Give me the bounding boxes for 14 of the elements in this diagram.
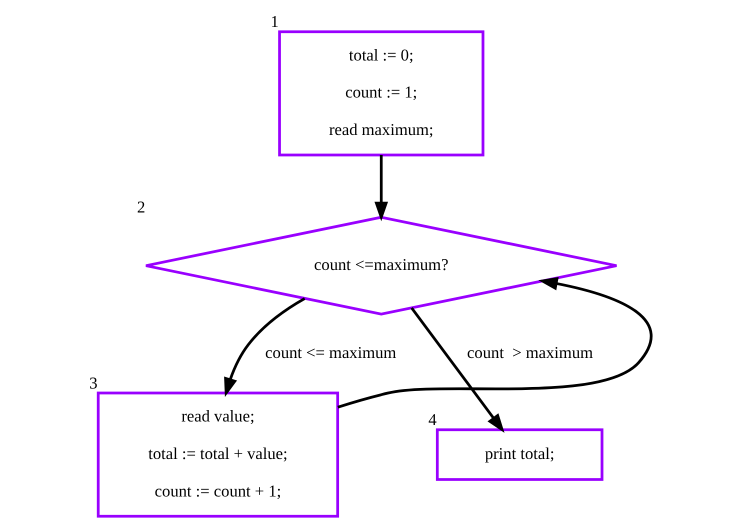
- node-diamond: count <=maximum?: [144, 216, 618, 316]
- edge-label: count <= maximum: [265, 342, 396, 362]
- edge-label: count > maximum: [467, 342, 594, 362]
- arrow: [224, 297, 306, 398]
- arrow: [410, 307, 505, 433]
- node-box: print total;: [436, 428, 604, 481]
- arrow: [374, 155, 388, 222]
- node-label: 1: [270, 12, 279, 32]
- node-box: read value; total := total + value; count := count + 1;: [96, 392, 340, 518]
- arrow: [337, 276, 652, 408]
- node-label: 3: [89, 373, 98, 392]
- node-label: 4: [428, 410, 437, 429]
- node-box: total := 0; count := 1; read maximum;: [278, 30, 484, 156]
- node-label: 2: [136, 198, 146, 217]
